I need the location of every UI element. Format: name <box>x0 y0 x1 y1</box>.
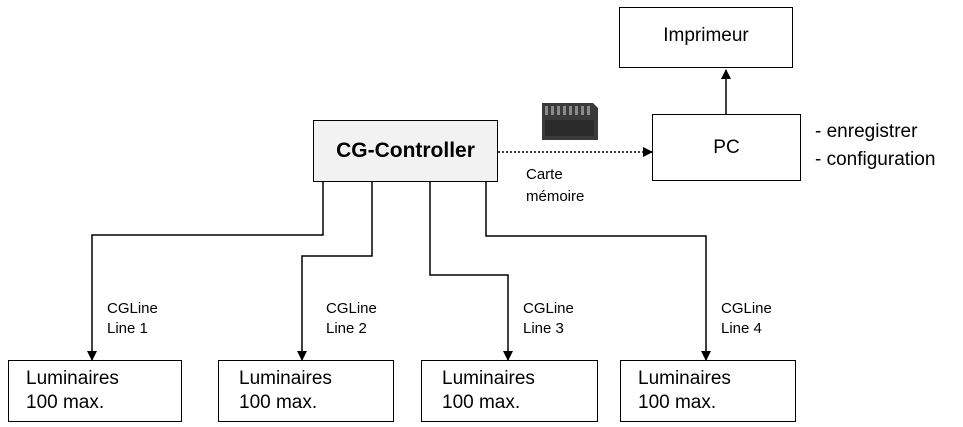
line2-wire <box>297 173 377 361</box>
line3-number: Line 3 <box>523 320 564 337</box>
pc-label: PC <box>713 136 740 158</box>
line2-number: Line 2 <box>326 320 367 337</box>
luminaires-box-2: Luminaires 100 max. <box>218 360 394 422</box>
printer-label: Imprimeur <box>663 25 749 46</box>
luminaires-max: 100 max. <box>239 392 318 413</box>
sd-card-icon <box>542 103 598 140</box>
line3-name: CGLine <box>523 300 574 317</box>
luminaires-label: Luminaires <box>239 368 332 389</box>
printer-box: Imprimeur <box>619 7 793 68</box>
luminaires-box-1: Luminaires 100 max. <box>8 360 182 422</box>
line4-name: CGLine <box>721 300 772 317</box>
luminaires-max: 100 max. <box>638 392 717 413</box>
line1-name: CGLine <box>107 300 158 317</box>
luminaires-max: 100 max. <box>26 392 105 413</box>
line3-wire <box>425 173 513 361</box>
line1-number: Line 1 <box>107 320 148 337</box>
memory-card-label-2: mémoire <box>526 188 585 205</box>
line4-number: Line 4 <box>721 320 762 337</box>
line2-name: CGLine <box>326 300 377 317</box>
pc-note-record: - enregistrer <box>815 121 918 142</box>
cg-controller-label: CG-Controller <box>336 139 475 162</box>
luminaires-label: Luminaires <box>442 368 535 389</box>
line4-wire <box>481 173 711 361</box>
luminaires-box-4: Luminaires 100 max. <box>620 360 796 422</box>
memory-card-label-1: Carte <box>526 166 563 183</box>
luminaires-label: Luminaires <box>26 368 119 389</box>
luminaires-box-3: Luminaires 100 max. <box>421 360 598 422</box>
pc-note-configuration: - configuration <box>815 149 936 170</box>
luminaires-max: 100 max. <box>442 392 521 413</box>
cg-controller-box: CG-Controller <box>313 120 498 182</box>
luminaires-label: Luminaires <box>638 368 731 389</box>
pc-box: PC <box>652 114 801 181</box>
